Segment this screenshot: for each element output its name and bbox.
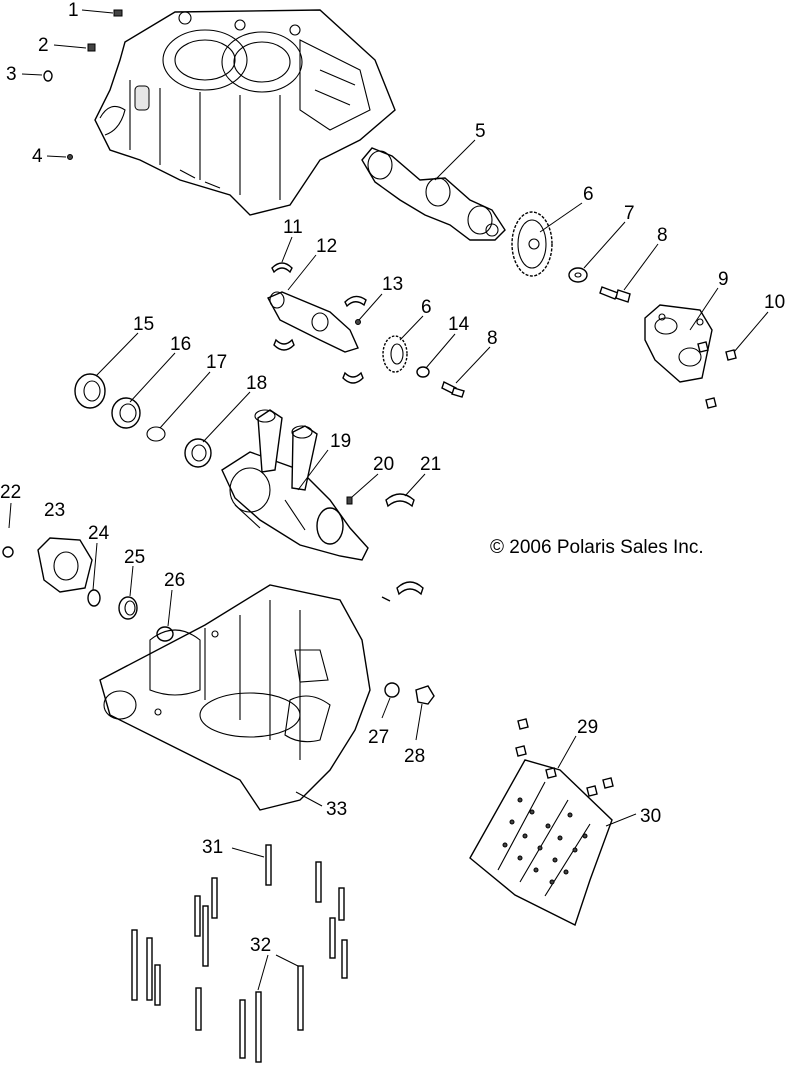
callout-26: 26 xyxy=(164,570,185,591)
callout-14: 14 xyxy=(448,314,470,335)
callout-29: 29 xyxy=(577,717,598,738)
skid-plate xyxy=(469,718,614,926)
callout-11: 11 xyxy=(283,217,303,238)
main-bearings xyxy=(381,581,424,602)
cover-plate xyxy=(644,304,713,383)
callout-22: 22 xyxy=(0,482,21,503)
crankshaft xyxy=(221,409,369,561)
crank-seals xyxy=(74,373,212,468)
callout-6b: 6 xyxy=(421,297,432,318)
callout-21: 21 xyxy=(420,454,441,475)
callout-12: 12 xyxy=(316,236,337,257)
callout-24: 24 xyxy=(88,523,110,544)
fasteners-top-left xyxy=(43,9,123,160)
cam-gear xyxy=(511,211,553,277)
drain-washer-and-plug xyxy=(384,682,435,705)
copyright-notice: © 2006 Polaris Sales Inc. xyxy=(490,537,704,558)
balance-shaft-assembly xyxy=(267,262,367,384)
callout-18: 18 xyxy=(246,373,267,394)
callout-28: 28 xyxy=(404,746,425,767)
washer-and-bolt-upper xyxy=(568,267,631,303)
callout-7: 7 xyxy=(624,203,635,224)
callout-23: 23 xyxy=(44,500,65,521)
leader-lines xyxy=(8,9,769,991)
callout-6: 6 xyxy=(583,184,594,205)
callout-1: 1 xyxy=(68,0,79,21)
callout-17: 17 xyxy=(206,352,227,373)
washer-and-bolt-lower xyxy=(416,366,465,398)
callout-5: 5 xyxy=(475,121,486,142)
callout-labels: 1 2 3 4 5 6 7 8 9 10 11 12 13 6 14 8 15 … xyxy=(0,0,785,956)
callout-3: 3 xyxy=(6,64,17,85)
balance-gear xyxy=(382,335,408,373)
callout-2: 2 xyxy=(38,35,49,56)
callout-9: 9 xyxy=(718,269,729,290)
camshaft xyxy=(361,147,506,241)
lower-crankcase xyxy=(99,584,371,811)
callout-20: 20 xyxy=(373,454,394,475)
callout-16: 16 xyxy=(170,334,191,355)
callout-13: 13 xyxy=(382,274,403,295)
callout-30: 30 xyxy=(640,806,661,827)
callout-33: 33 xyxy=(326,799,347,820)
callout-32: 32 xyxy=(250,935,271,956)
pin-and-bearing xyxy=(346,493,415,508)
callout-27: 27 xyxy=(368,727,389,748)
upper-crankcase xyxy=(94,9,396,216)
callout-10: 10 xyxy=(764,292,785,313)
crankcase-bolts xyxy=(131,844,348,1063)
callout-19: 19 xyxy=(330,431,351,452)
callout-8: 8 xyxy=(657,225,668,246)
cover-screws xyxy=(697,341,737,409)
callout-15: 15 xyxy=(133,314,154,335)
skid-plate-holes xyxy=(502,797,588,885)
callout-4: 4 xyxy=(32,146,43,167)
callout-31: 31 xyxy=(202,837,223,858)
callout-25: 25 xyxy=(124,547,145,568)
oil-pump-assembly xyxy=(2,537,174,642)
callout-8b: 8 xyxy=(487,328,498,349)
